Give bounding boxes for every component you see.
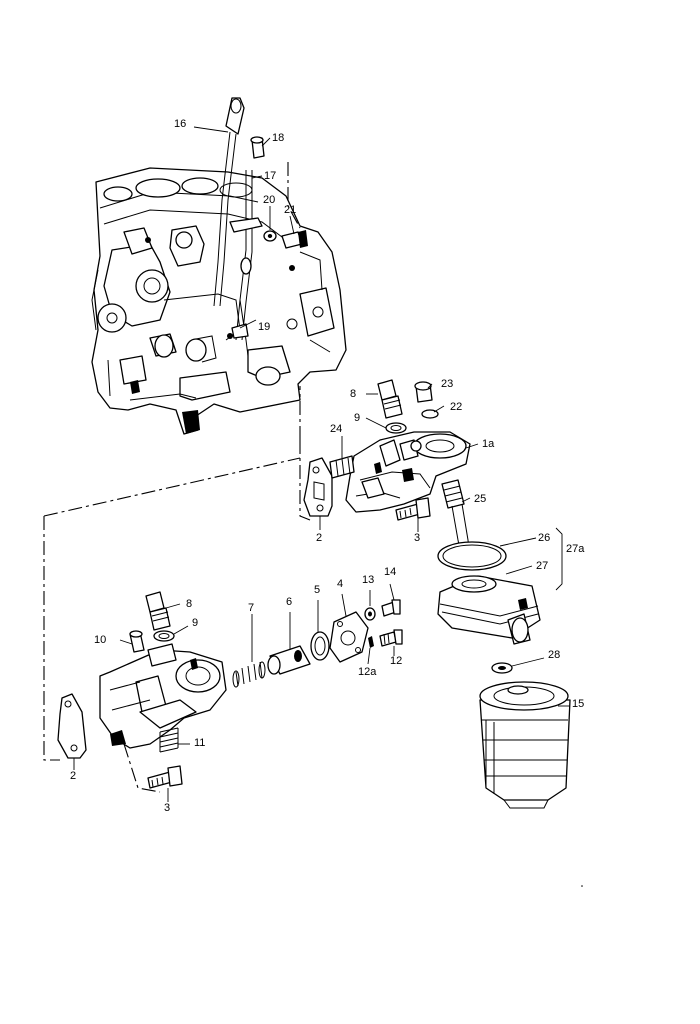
piston-6 [267,645,311,675]
gasket-upper [303,457,333,517]
callout-10: 10 [94,634,106,646]
bolt-14 [381,599,401,617]
callout-5: 5 [314,584,320,596]
oil-pressure-switch [129,630,145,653]
plug-23 [414,381,433,403]
callout-2-upper: 2 [316,532,322,544]
callout-9-upper: 9 [354,412,360,424]
callout-18: 18 [272,132,284,144]
o-ring-5 [310,631,330,661]
leader-lines [73,126,570,802]
spring-11 [159,727,179,753]
seal-ring-lower [153,630,175,642]
callout-12a: 12a [358,666,377,678]
oil-cooler-seal [437,541,507,571]
engine-block [91,167,347,435]
callout-24: 24 [330,423,342,435]
callout-23: 23 [441,378,453,390]
stray-dot [581,885,583,887]
callout-6: 6 [286,596,292,608]
bolt-12 [379,629,403,647]
spring-7 [232,661,266,688]
threaded-connection [441,479,471,561]
callout-19: 19 [258,321,270,333]
callout-8-upper: 8 [350,388,356,400]
callout-15: 15 [572,698,584,710]
oil-cooler [437,575,541,645]
callout-16: 16 [174,118,186,130]
callout-20: 20 [263,194,275,206]
seal-ring-upper [385,422,407,434]
callout-numbers: 16 18 17 20 21 19 8 23 22 9 24 1a 25 2 3… [70,118,585,814]
callout-21: 21 [284,204,296,216]
dipstick [213,97,245,307]
callout-1a: 1a [482,438,495,450]
clip-12a [368,636,374,648]
callout-12: 12 [390,655,402,667]
guide-tube-cap [250,136,265,159]
plug-lower [145,591,171,631]
boundary-lines [43,162,311,793]
bolt-upper [395,497,431,521]
callout-27: 27 [536,560,548,572]
plug-upper [377,379,403,419]
callout-3-upper: 3 [414,532,420,544]
dipstick-guide-tube [229,170,263,341]
oil-filter [479,681,571,809]
callout-28: 28 [548,649,560,661]
union-pipe-upper [329,455,355,479]
gasket-lower [57,693,87,759]
callout-22: 22 [450,401,462,413]
oil-filter-flange-lower [99,643,227,749]
bolt-lower [147,765,183,789]
callout-17: 17 [264,170,276,182]
callout-27a: 27a [566,543,585,555]
callout-3-lower: 3 [164,802,170,814]
callout-8-lower: 8 [186,598,192,610]
callout-26: 26 [538,532,550,544]
callout-14: 14 [384,566,396,578]
cover-4 [329,611,369,663]
callout-7: 7 [248,602,254,614]
callout-9-lower: 9 [192,617,198,629]
oil-filter-bracket-upper [345,431,471,513]
callout-4: 4 [337,578,343,590]
callout-2-lower: 2 [70,770,76,782]
callout-11: 11 [194,737,205,749]
callout-25: 25 [474,493,486,505]
callout-13: 13 [362,574,374,586]
washer-and-bolt [263,230,308,249]
